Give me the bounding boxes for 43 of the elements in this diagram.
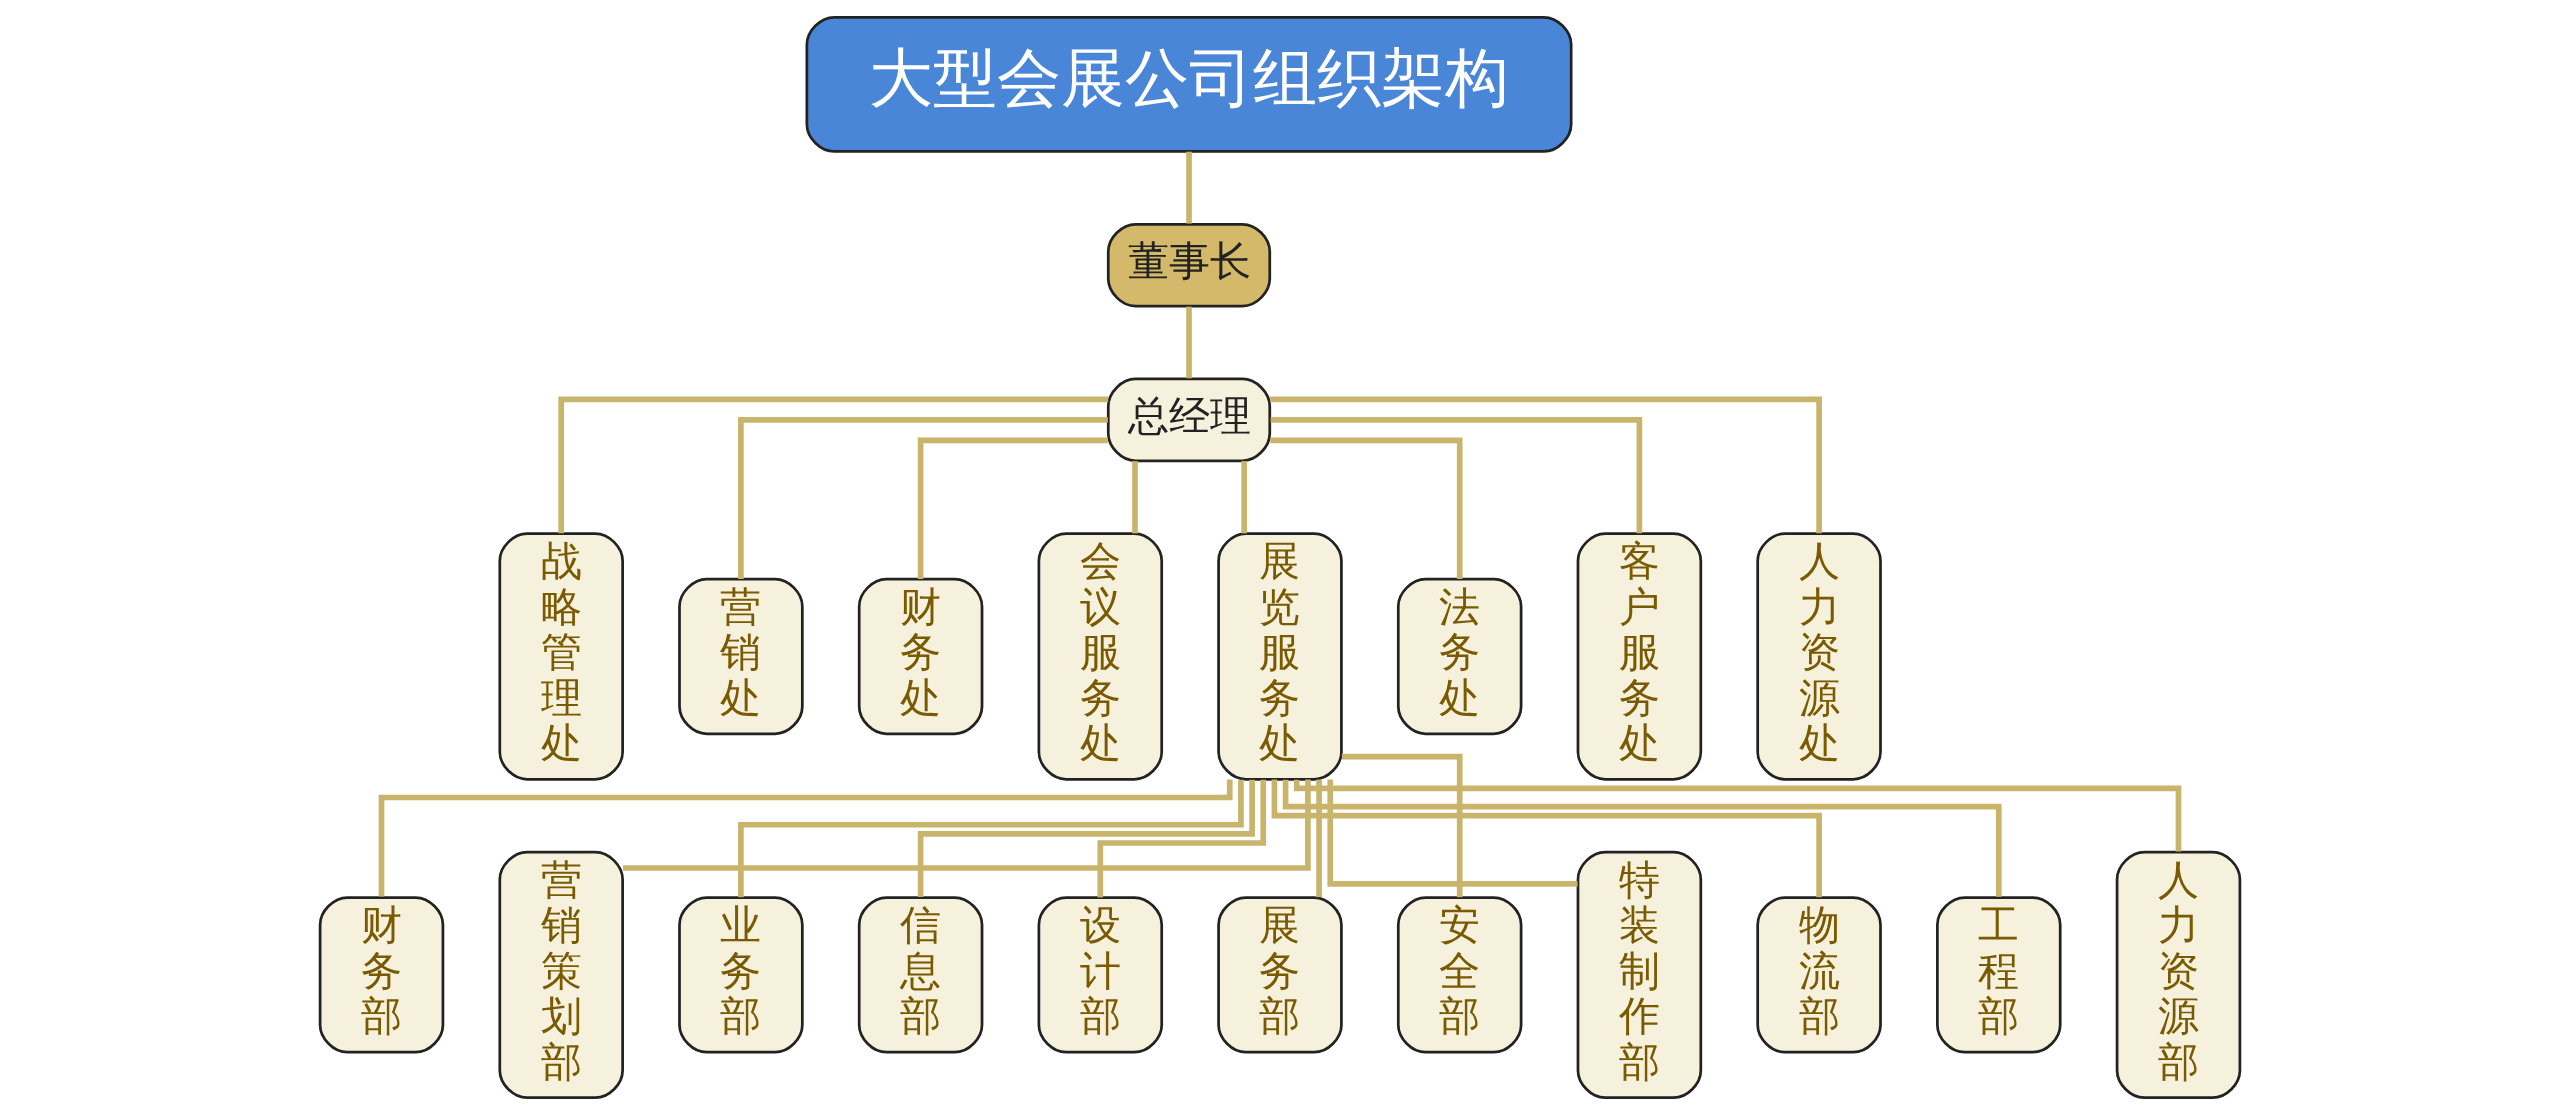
node-box: 信息部 [857, 896, 984, 1054]
node-box: 法务处 [1396, 577, 1523, 736]
node-box: 战略管理处 [498, 532, 624, 781]
node-box: 业务部 [678, 896, 804, 1054]
node-box: 大型会展公司组织架构 [805, 15, 1573, 153]
connector [1316, 779, 1322, 898]
connector [917, 779, 1255, 897]
connector [1186, 151, 1192, 224]
connector [738, 417, 1108, 579]
node-box: 工程部 [1936, 896, 2062, 1054]
node-box: 营销处 [678, 577, 804, 736]
connector [738, 779, 1244, 898]
connector [558, 396, 1109, 534]
node-box: 人力资源部 [2115, 850, 2242, 1100]
node-box: 总经理 [1106, 377, 1272, 463]
node-box: 董事长 [1106, 222, 1272, 308]
node-box: 营销策划部 [498, 850, 624, 1100]
node-box: 物流部 [1756, 896, 1882, 1054]
connector [1327, 779, 1578, 887]
node-box: 展览服务处 [1217, 532, 1343, 781]
connector [378, 779, 1233, 897]
node-box: 财务处 [857, 577, 984, 736]
connector [1282, 779, 2002, 897]
connector [1293, 779, 2182, 852]
node-box: 财务部 [318, 896, 445, 1054]
connector [1132, 461, 1138, 534]
node-box: 会议服务处 [1037, 532, 1164, 781]
node-box: 人力资源处 [1756, 532, 1882, 781]
node-box: 设计部 [1037, 896, 1164, 1054]
connector [1270, 396, 1822, 534]
connector [622, 779, 1311, 871]
connector [1341, 753, 1463, 898]
connector [1097, 779, 1267, 898]
node-box: 客户服务处 [1576, 532, 1703, 781]
node-box: 特装制作部 [1576, 850, 1703, 1100]
connector [1271, 779, 1822, 898]
connector [1270, 417, 1643, 534]
connector [1241, 461, 1247, 534]
connector [917, 437, 1108, 580]
connector [1186, 306, 1192, 379]
connector [1270, 437, 1463, 580]
node-box: 展务部 [1217, 896, 1343, 1054]
node-box: 安全部 [1396, 896, 1523, 1054]
